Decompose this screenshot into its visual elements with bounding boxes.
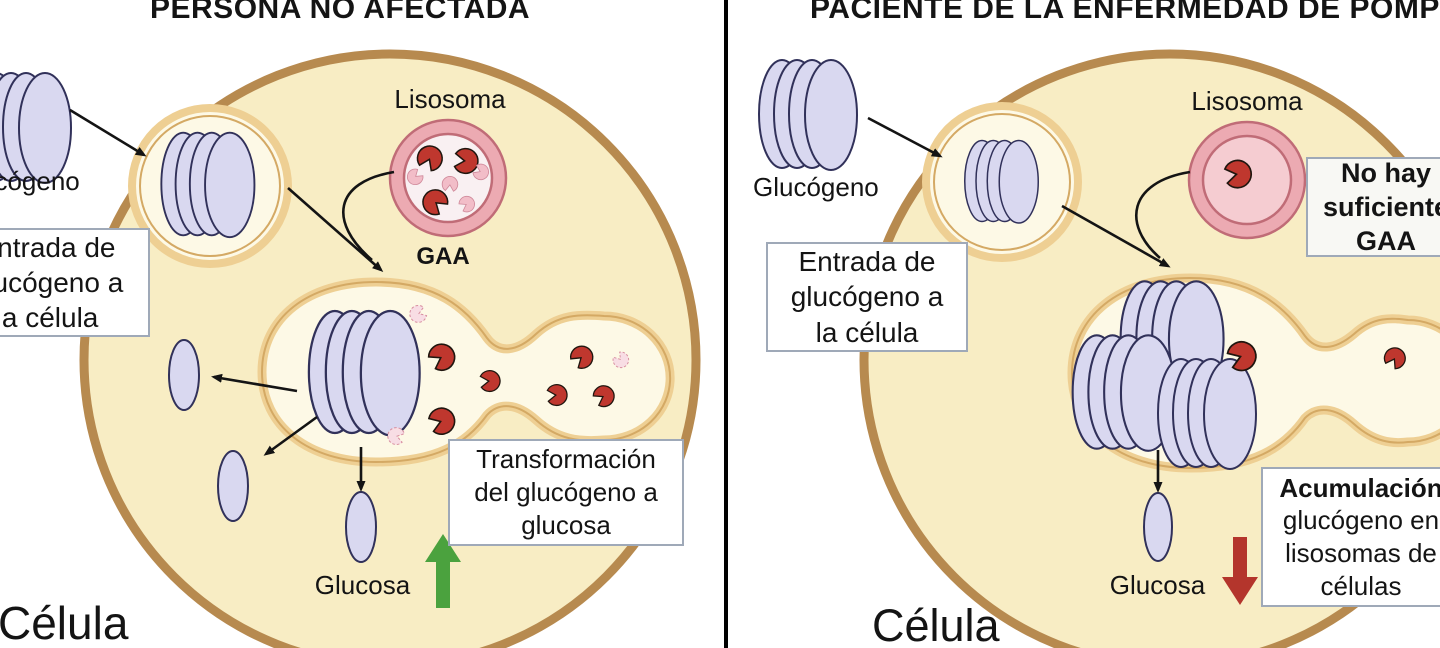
entry-note-box: Entrada de glucógeno a la célula <box>0 228 150 337</box>
glycogen-stack-icon <box>160 131 256 239</box>
note-line: del glucógeno a <box>474 477 658 508</box>
transformation-note-box: Transformación del glucógeno a glucosa <box>448 439 684 546</box>
right-fused-vesicle <box>1067 273 1440 473</box>
glycogen-label: Glucógeno <box>0 166 80 196</box>
lysosome-label: Lisosoma <box>394 84 506 114</box>
right-endosome-vesicle <box>922 102 1082 262</box>
note-line: Transformación <box>476 444 656 475</box>
glycogen-stack-icon <box>307 309 421 437</box>
note-line: Entrada de <box>0 231 116 263</box>
note-line: Acumulación <box>1279 472 1440 503</box>
right-lysosome-icon <box>1187 120 1307 240</box>
note-line: glucógeno en <box>1282 505 1440 536</box>
accumulation-note-box: Acumulación glucógeno en lisosomas de cé… <box>1261 467 1440 607</box>
left-fused-vesicle <box>257 277 675 467</box>
left-arrows <box>69 108 395 492</box>
right-arrows <box>867 116 1191 493</box>
glucose-label: Glucosa <box>314 570 411 600</box>
glucose-molecule <box>168 339 200 411</box>
left-endosome-vesicle <box>128 104 292 268</box>
glycogen-label: Glucógeno <box>753 172 879 202</box>
left-panel-title: PERSONA NO AFECTADA <box>150 0 531 25</box>
cell-label: Célula <box>0 597 129 648</box>
glucose-molecule <box>345 491 377 563</box>
glycogen-stack-icon <box>1157 358 1257 470</box>
note-line: lisosomas de <box>1285 538 1437 568</box>
lysosome-label: Lisosoma <box>1191 86 1303 116</box>
panel-divider <box>724 0 728 648</box>
note-line: Entrada de <box>798 246 936 278</box>
right-panel-title: PACIENTE DE LA ENFERMEDAD DE POMPE <box>810 0 1440 25</box>
increase-arrow-icon <box>425 534 461 608</box>
glucose-label: Glucosa <box>1109 570 1206 600</box>
note-line: GAA <box>1356 226 1416 257</box>
cell-label: Célula <box>872 600 1000 648</box>
decrease-arrow-icon <box>1222 537 1258 605</box>
no-gaa-note-box: No hay suficiente GAA <box>1306 157 1440 257</box>
left-lysosome-icon <box>388 118 508 238</box>
note-line: glucosa <box>521 509 611 540</box>
glucose-molecule <box>217 450 249 522</box>
glycogen-stack-icon <box>964 139 1039 224</box>
note-line: No hay <box>1340 157 1432 188</box>
gaa-label: GAA <box>416 243 470 270</box>
note-line: suficiente <box>1322 192 1440 222</box>
note-line: glucógeno a <box>790 281 944 313</box>
note-line: glucógeno a <box>0 266 124 298</box>
note-line: células <box>1320 570 1402 601</box>
note-line: la célula <box>0 302 99 334</box>
entry-note-box: Entrada de glucógeno a la célula <box>766 242 968 352</box>
glycogen-stack-icon <box>758 59 858 171</box>
glucose-molecule <box>1143 492 1173 562</box>
note-line: la célula <box>815 316 919 348</box>
